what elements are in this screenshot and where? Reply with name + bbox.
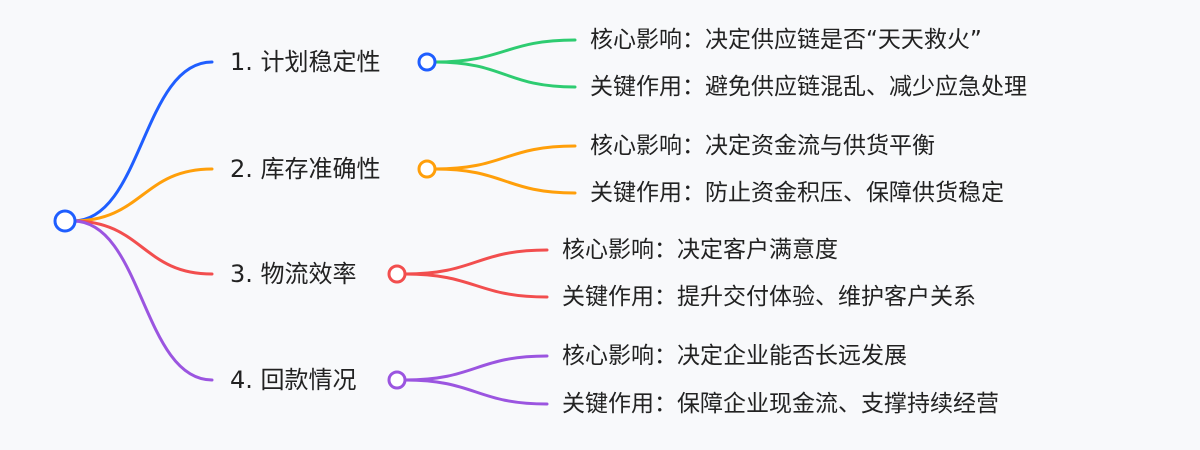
leaf-core-impact: 核心影响：决定企业能否长远发展 — [562, 343, 907, 369]
branch-node-toggle[interactable] — [417, 159, 437, 179]
leaf-key-role: 关键作用：避免供应链混乱、减少应急处理 — [590, 74, 1027, 100]
branch-label: 3. 物流效率 — [230, 260, 357, 288]
branch-connector — [71, 219, 214, 276]
leaf-connector — [403, 354, 549, 382]
leaf-connector — [433, 144, 577, 171]
leaf-connector — [403, 272, 549, 299]
leaf-core-impact: 核心影响：决定供应链是否“天天救火” — [590, 27, 982, 53]
branch-label: 4. 回款情况 — [230, 366, 357, 394]
leaf-connector — [433, 60, 577, 89]
branch-connector — [71, 60, 214, 223]
root-node[interactable] — [53, 209, 77, 233]
leaf-connector — [433, 167, 577, 195]
leaf-connector — [403, 378, 549, 406]
leaf-key-role: 关键作用：提升交付体验、维护客户关系 — [562, 284, 976, 310]
leaf-core-impact: 核心影响：决定客户满意度 — [562, 237, 838, 263]
leaf-connector — [433, 38, 577, 64]
branch-label: 1. 计划稳定性 — [230, 48, 381, 76]
branch-node-toggle[interactable] — [387, 370, 407, 390]
branch-connector — [71, 219, 214, 382]
leaf-key-role: 关键作用：防止资金积压、保障供货稳定 — [590, 180, 1004, 206]
leaf-connector — [403, 248, 549, 276]
branch-connector — [71, 167, 214, 223]
branch-label: 2. 库存准确性 — [230, 155, 381, 183]
branch-node-toggle[interactable] — [417, 52, 437, 72]
leaf-core-impact: 核心影响：决定资金流与供货平衡 — [590, 133, 935, 159]
branch-node-toggle[interactable] — [387, 264, 407, 284]
leaf-key-role: 关键作用：保障企业现金流、支撑持续经营 — [562, 391, 999, 417]
